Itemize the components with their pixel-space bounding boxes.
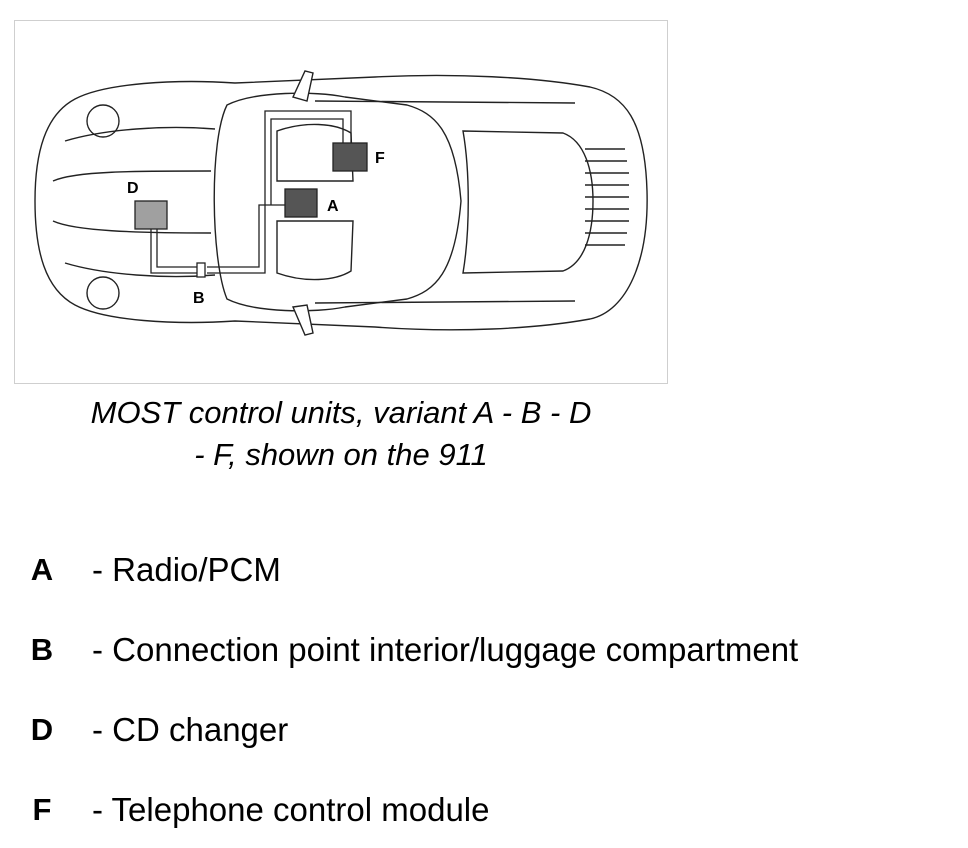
unit-f-box [332, 142, 368, 172]
legend-key: B [30, 632, 54, 667]
wire-b-a [207, 110, 352, 274]
legend-text: - Connection point interior/luggage comp… [92, 631, 799, 668]
car-body [34, 74, 648, 331]
headlight-top [86, 104, 120, 138]
cabin-outline [213, 92, 462, 312]
wire-d-b-inner [156, 227, 199, 268]
rear-vents [585, 148, 629, 246]
unit-d-box [134, 200, 168, 230]
mirror-top [292, 70, 314, 102]
legend-text: - Radio/PCM [92, 551, 281, 588]
legend-key: F [32, 792, 52, 827]
figure-caption: MOST control units, variant A - B - D - … [0, 392, 682, 476]
headlight-bottom [86, 276, 120, 310]
roof-outline [462, 130, 594, 274]
unit-b-box [196, 262, 206, 278]
legend-text: - Telephone control module [92, 791, 490, 828]
hood-lines [52, 126, 216, 278]
unit-b-label: B [193, 290, 205, 307]
most-wiring [150, 110, 352, 274]
legend-item-a: A - Radio/PCM [0, 545, 968, 595]
unit-f-label: F [375, 150, 385, 167]
wire-b-a-inner [207, 204, 285, 268]
side-lines [314, 100, 576, 304]
car-diagram-figure: D B A F [14, 20, 668, 384]
car-top-view-svg: D B A F [34, 70, 648, 336]
legend-item-d: D - CD changer [0, 705, 968, 755]
legend-item-b: B - Connection point interior/luggage co… [0, 625, 968, 675]
mirror-bottom [291, 304, 314, 336]
wire-d-b [150, 227, 199, 274]
unit-a-box [284, 188, 318, 218]
unit-a-label: A [327, 198, 339, 215]
legend-key: A [30, 552, 54, 587]
caption-line-1: MOST control units, variant A - B - D [90, 395, 592, 430]
wire-a-f [270, 118, 344, 205]
unit-d-label: D [127, 180, 139, 197]
legend-text: - CD changer [92, 711, 289, 748]
caption-line-2: - F, shown on the 911 [194, 437, 488, 472]
legend-item-f: F - Telephone control module [0, 785, 968, 835]
legend-key: D [30, 712, 54, 747]
car-outline [34, 74, 648, 331]
